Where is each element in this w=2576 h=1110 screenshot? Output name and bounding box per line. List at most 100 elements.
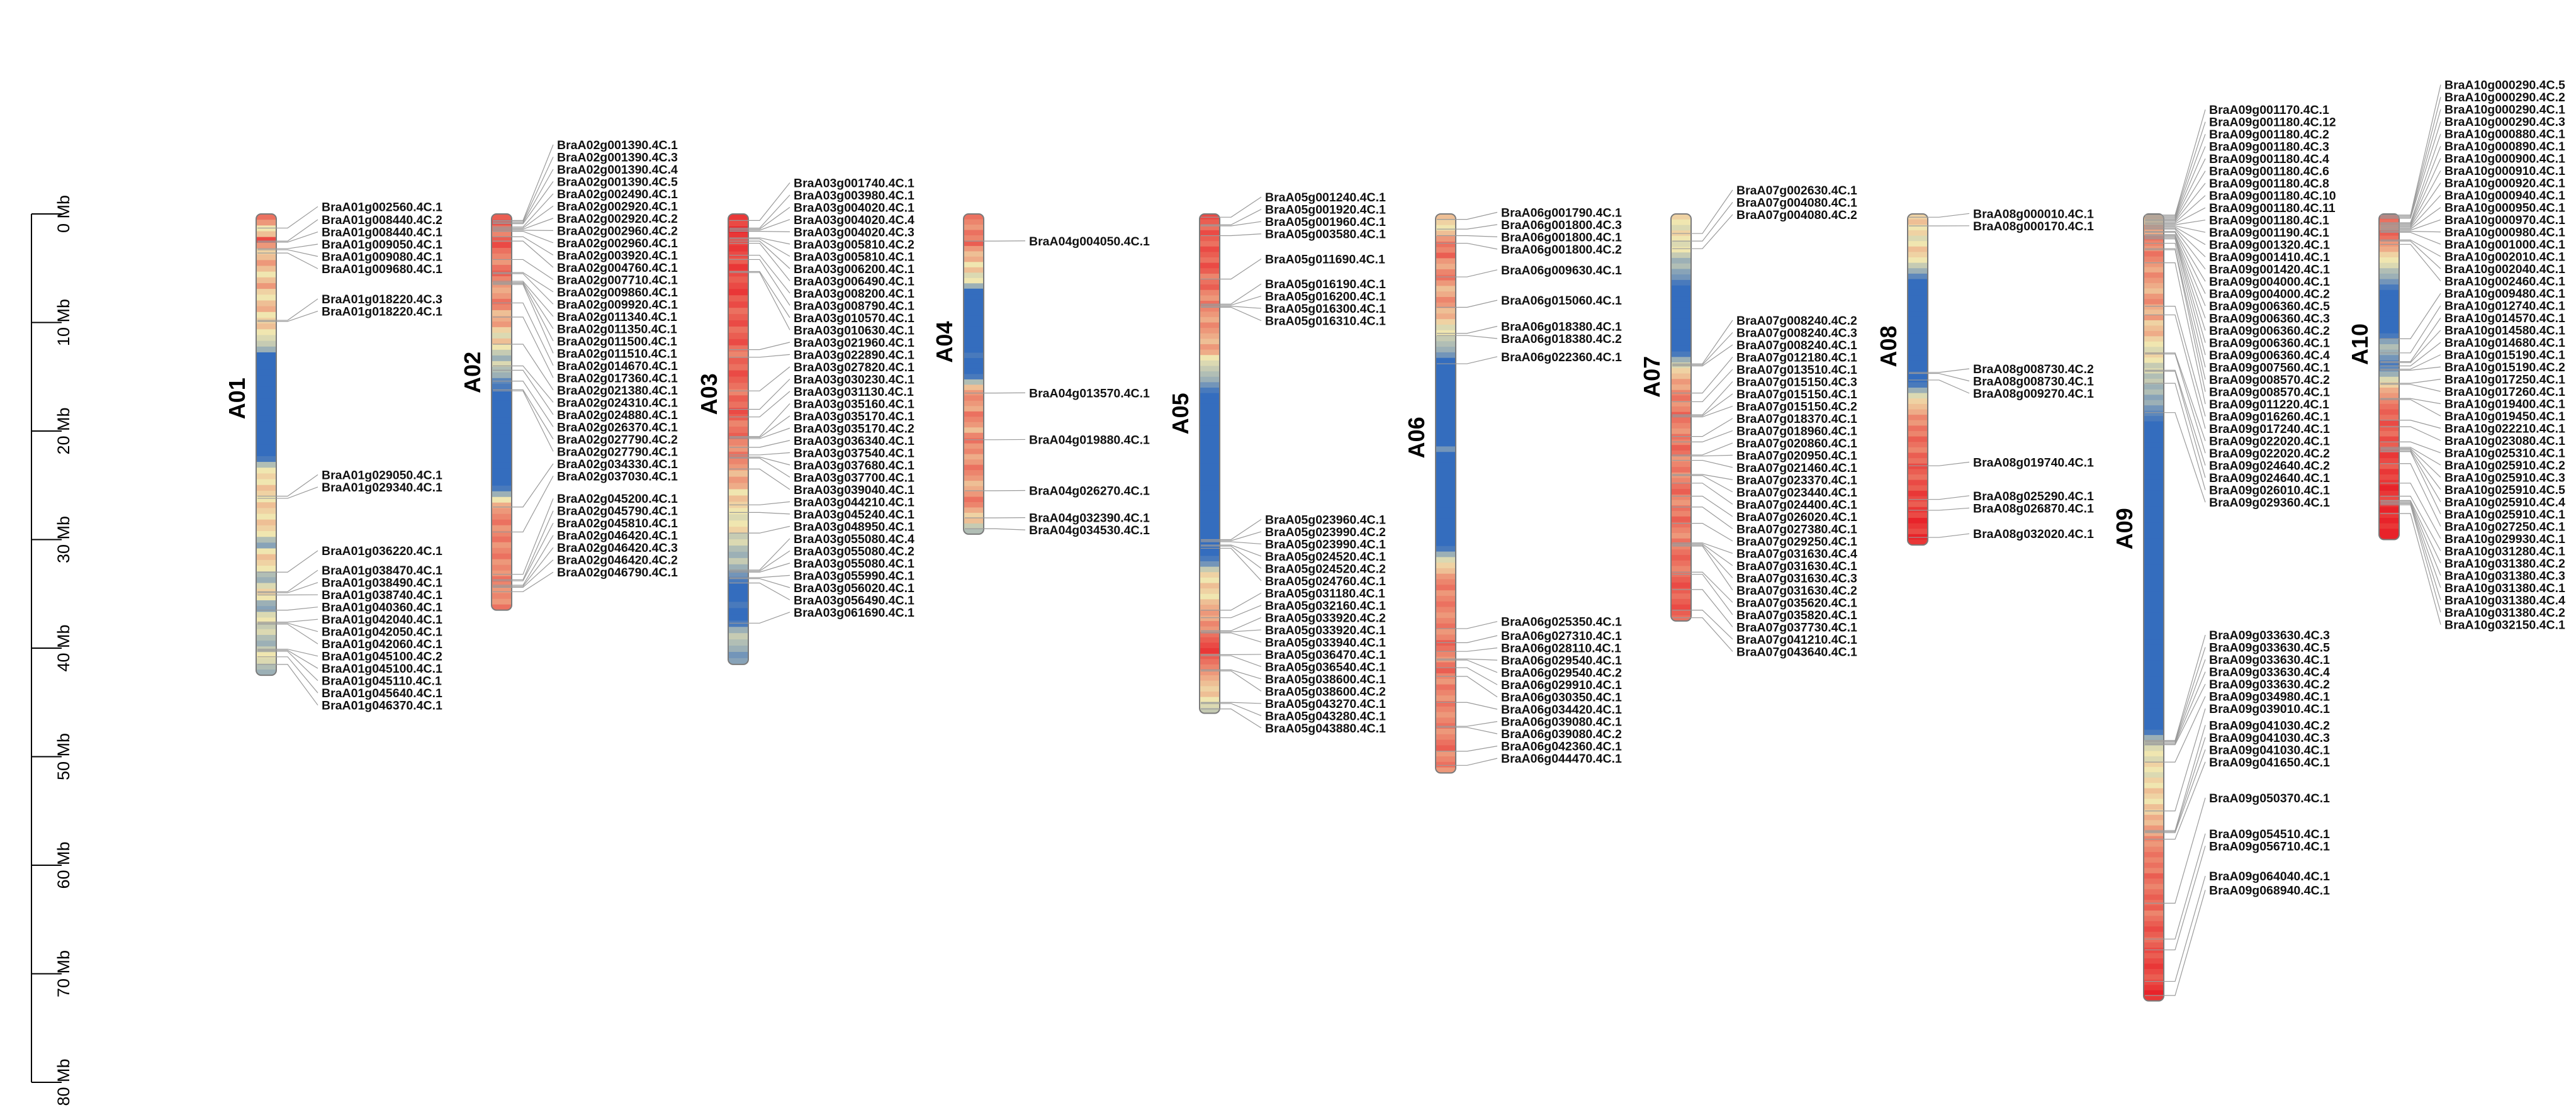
density-band bbox=[2144, 905, 2164, 911]
density-band bbox=[256, 525, 276, 532]
density-band bbox=[1436, 568, 1456, 574]
density-band bbox=[1908, 464, 1928, 469]
density-band bbox=[964, 358, 984, 364]
density-band bbox=[2379, 529, 2399, 534]
chromosome-name: A05 bbox=[1167, 393, 1193, 434]
density-band bbox=[2379, 371, 2399, 377]
density-band bbox=[492, 390, 512, 396]
density-band bbox=[2144, 719, 2164, 725]
density-band bbox=[1200, 355, 1220, 361]
density-band bbox=[1671, 368, 1691, 374]
density-band bbox=[2144, 299, 2164, 305]
density-band bbox=[964, 278, 984, 284]
density-band bbox=[1671, 483, 1691, 489]
density-band bbox=[2379, 507, 2399, 513]
gene-label: BraA09g068940.4C.1 bbox=[2209, 883, 2330, 897]
density-band bbox=[1436, 646, 1456, 651]
density-band bbox=[2144, 751, 2164, 756]
density-band bbox=[964, 438, 984, 444]
density-band bbox=[728, 539, 748, 546]
density-band bbox=[1436, 751, 1456, 756]
density-band bbox=[2379, 263, 2399, 269]
density-band bbox=[2379, 344, 2399, 350]
density-band bbox=[256, 398, 276, 405]
density-band bbox=[256, 278, 276, 284]
density-band bbox=[492, 537, 512, 543]
density-band bbox=[1436, 281, 1456, 286]
gene-label: BraA06g022360.4C.1 bbox=[1501, 350, 1622, 364]
density-band bbox=[2144, 974, 2164, 980]
density-band bbox=[2144, 357, 2164, 363]
density-band bbox=[256, 410, 276, 417]
density-band bbox=[256, 352, 276, 359]
density-band bbox=[492, 486, 512, 492]
gene-label: BraA06g018380.4C.2 bbox=[1501, 332, 1622, 346]
density-band bbox=[728, 583, 748, 590]
density-band bbox=[1908, 334, 1928, 339]
density-band bbox=[728, 339, 748, 346]
density-band bbox=[492, 457, 512, 464]
density-band bbox=[728, 427, 748, 434]
density-band bbox=[1436, 286, 1456, 291]
density-band bbox=[492, 293, 512, 300]
density-band bbox=[964, 257, 984, 262]
density-band bbox=[1436, 430, 1456, 435]
density-band bbox=[2379, 268, 2399, 274]
density-band bbox=[728, 264, 748, 271]
density-band bbox=[1200, 621, 1220, 627]
density-band bbox=[2379, 279, 2399, 285]
gene-label: BraA04g026270.4C.1 bbox=[1029, 485, 1150, 498]
density-band bbox=[2144, 427, 2164, 432]
density-band bbox=[256, 254, 276, 261]
density-band bbox=[1200, 442, 1220, 447]
density-band bbox=[492, 593, 512, 600]
density-band bbox=[2144, 559, 2164, 565]
density-band bbox=[2144, 629, 2164, 634]
density-band bbox=[964, 310, 984, 316]
density-band bbox=[2379, 236, 2399, 242]
density-band bbox=[2379, 431, 2399, 437]
density-band bbox=[2379, 355, 2399, 361]
density-band bbox=[2144, 661, 2164, 666]
density-band bbox=[1200, 350, 1220, 356]
density-band bbox=[964, 507, 984, 513]
density-band bbox=[2144, 544, 2164, 549]
density-band bbox=[256, 306, 276, 313]
density-band bbox=[1436, 474, 1456, 479]
density-band bbox=[1200, 334, 1220, 339]
density-band bbox=[728, 258, 748, 265]
density-band bbox=[964, 347, 984, 353]
density-band bbox=[256, 485, 276, 491]
density-band bbox=[492, 452, 512, 458]
density-band bbox=[964, 454, 984, 460]
density-band bbox=[964, 459, 984, 465]
density-band bbox=[1671, 593, 1691, 599]
density-band bbox=[964, 332, 984, 337]
density-band bbox=[728, 520, 748, 527]
density-band bbox=[1200, 588, 1220, 594]
density-band bbox=[256, 600, 276, 607]
density-band bbox=[1908, 355, 1928, 361]
density-band bbox=[1200, 491, 1220, 496]
density-band bbox=[964, 353, 984, 359]
density-band bbox=[728, 652, 748, 659]
density-band bbox=[2144, 347, 2164, 352]
density-band bbox=[964, 422, 984, 428]
density-band bbox=[1671, 456, 1691, 462]
density-band bbox=[1671, 274, 1691, 280]
density-band bbox=[1436, 275, 1456, 281]
density-band bbox=[728, 495, 748, 502]
density-band bbox=[256, 404, 276, 410]
density-band bbox=[256, 294, 276, 301]
density-band bbox=[2144, 607, 2164, 613]
density-band bbox=[2144, 666, 2164, 671]
gene-label: BraA08g026870.4C.1 bbox=[1973, 502, 2094, 515]
density-band bbox=[1671, 269, 1691, 274]
density-band bbox=[964, 465, 984, 471]
density-band bbox=[1200, 512, 1220, 518]
density-band bbox=[1908, 295, 1928, 301]
density-band bbox=[1908, 404, 1928, 410]
density-band bbox=[1200, 648, 1220, 654]
density-band bbox=[1200, 284, 1220, 290]
density-band bbox=[2144, 554, 2164, 560]
